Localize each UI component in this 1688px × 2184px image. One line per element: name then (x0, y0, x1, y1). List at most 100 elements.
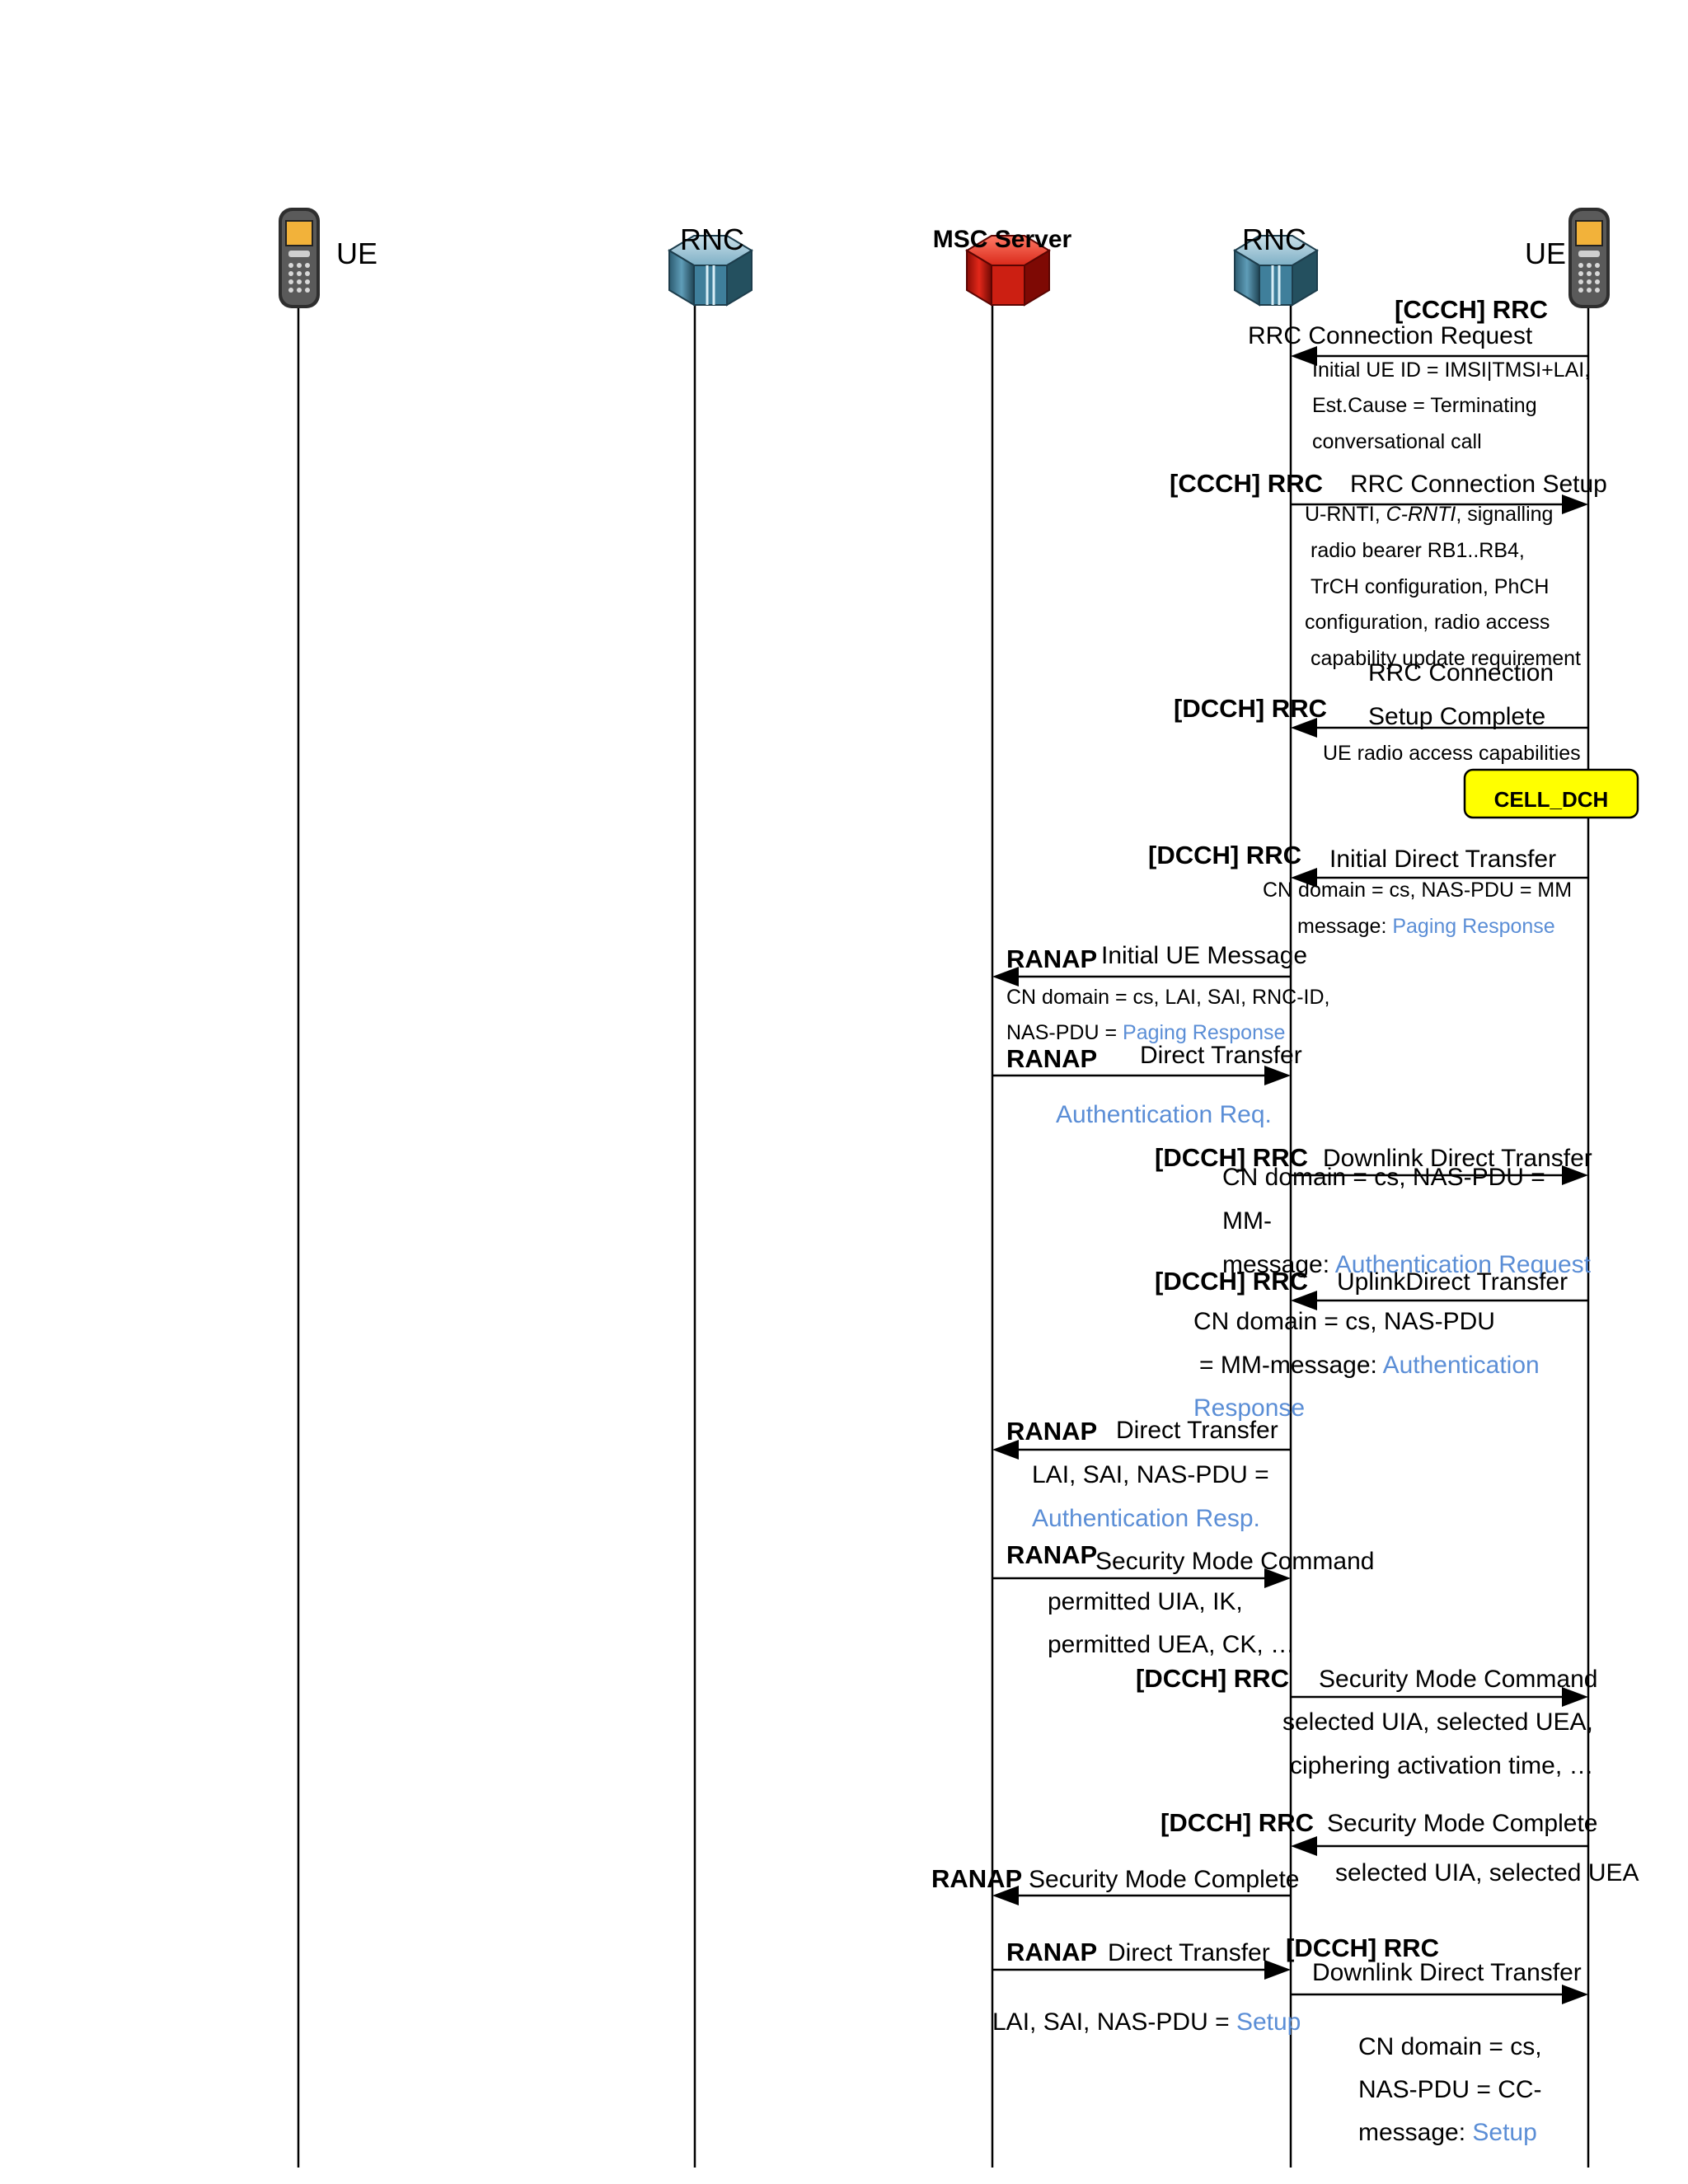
label-t55-part-0: RANAP (1006, 1938, 1097, 1966)
label-t10-part-0: TrCH configuration, PhCH (1311, 575, 1549, 598)
entity-label-ue-right: UE (1525, 237, 1566, 270)
label-t17: [DCCH] RRC (1148, 841, 1301, 869)
label-t31: MM- (1222, 1207, 1272, 1235)
arrow-rrc-connection-request (1291, 346, 1588, 366)
message-arrows (992, 346, 1588, 2004)
label-t15-part-0: Setup Complete (1368, 703, 1545, 730)
label-t1-part-0: [CCCH] RRC (1395, 295, 1548, 324)
label-t59: LAI, SAI, NAS-PDU = Setup (992, 2008, 1301, 2036)
label-t14-part-0: [DCCH] RRC (1174, 694, 1327, 723)
label-t49-part-0: ciphering activation time, … (1290, 1752, 1594, 1779)
label-t58-part-0: Downlink Direct Transfer (1312, 1959, 1582, 1986)
mobile-phone-icon (1568, 208, 1610, 308)
label-t50: [DCCH] RRC (1160, 1808, 1314, 1837)
entity-label-msc-server: MSC Server (933, 226, 1072, 253)
label-t2-part-0: RRC Connection Request (1248, 322, 1533, 349)
label-t24-part-1: Paging Response (1123, 1021, 1285, 1044)
label-t53-part-0: RANAP (931, 1864, 1022, 1893)
label-t12: capability update requirement (1311, 647, 1581, 670)
label-t54: Security Mode Complete (1029, 1866, 1299, 1893)
label-t3-part-0: Initial UE ID = IMSI|TMSI+LAI, (1312, 359, 1590, 382)
arrow-rrc-connection-setup (1291, 494, 1588, 514)
label-t26: Direct Transfer (1140, 1042, 1302, 1069)
label-t62-part-0: message: (1358, 2119, 1472, 2146)
label-t29: Downlink Direct Transfer (1323, 1145, 1592, 1172)
label-t5: conversational call (1312, 430, 1482, 453)
label-t12-part-0: capability update requirement (1311, 647, 1581, 670)
label-t52-part-0: selected UIA, selected UEA (1335, 1859, 1639, 1886)
arrow-rrc-connection-setup-complete (1291, 718, 1588, 738)
label-t59-part-0: LAI, SAI, NAS-PDU = (992, 2008, 1236, 2036)
label-t61-part-0: NAS-PDU = CC- (1358, 2076, 1542, 2103)
label-t45: permitted UEA, CK, … (1048, 1631, 1295, 1658)
label-t17-part-0: [DCCH] RRC (1148, 841, 1301, 869)
arrow-ranap-direct-transfer-down (992, 1066, 1291, 1085)
label-t19: CN domain = cs, NAS-PDU = MM (1263, 879, 1572, 902)
label-t42: RANAP (1006, 1540, 1097, 1569)
label-t56-part-0: Direct Transfer (1108, 1939, 1270, 1966)
label-t11-part-0: configuration, radio access (1305, 611, 1550, 634)
label-t8: U-RNTI, C-RNTI, signalling (1305, 503, 1553, 526)
label-t47: Security Mode Command (1319, 1666, 1597, 1693)
label-t36-part-0: = MM-message: (1199, 1352, 1383, 1379)
label-t3: Initial UE ID = IMSI|TMSI+LAI, (1312, 359, 1590, 382)
label-t57-part-0: [DCCH] RRC (1286, 1933, 1439, 1962)
arrow-ranap-security-mode-command (992, 1568, 1291, 1588)
label-t60: CN domain = cs, (1358, 2033, 1542, 2060)
label-t34: UplinkDirect Transfer (1337, 1268, 1568, 1296)
label-t32-part-1: Authentication Request (1335, 1251, 1592, 1278)
label-t28: [DCCH] RRC (1155, 1143, 1308, 1172)
label-t37: Response (1193, 1394, 1305, 1422)
arrow-downlink-direct-transfer-auth (1291, 1165, 1588, 1185)
arrow-ranap-direct-transfer-setup (992, 1960, 1291, 1980)
label-t62-part-1: Setup (1472, 2119, 1536, 2146)
label-t7: RRC Connection Setup (1350, 471, 1607, 498)
label-t27-part-0: Authentication Req. (1056, 1101, 1272, 1128)
label-t38-part-0: RANAP (1006, 1417, 1097, 1446)
label-t52: selected UIA, selected UEA (1335, 1859, 1639, 1886)
label-t18-part-0: Initial Direct Transfer (1329, 846, 1556, 873)
label-t55: RANAP (1006, 1938, 1097, 1966)
label-t39-part-0: Direct Transfer (1116, 1417, 1278, 1444)
label-t43: Security Mode Command (1095, 1548, 1374, 1575)
label-t27: Authentication Req. (1056, 1101, 1272, 1128)
message-labels: [CCCH] RRC RRC Connection Request Initia… (931, 295, 1639, 2146)
label-t15: Setup Complete (1368, 703, 1545, 730)
label-t37-part-0: Response (1193, 1394, 1305, 1422)
label-t28-part-0: [DCCH] RRC (1155, 1143, 1308, 1172)
label-t40-part-0: LAI, SAI, NAS-PDU = (1032, 1461, 1269, 1488)
label-t13-part-0: RRC Connection (1368, 659, 1554, 687)
label-t33: [DCCH] RRC (1155, 1267, 1308, 1296)
label-t36-part-1: Authentication (1383, 1352, 1540, 1379)
label-t19-part-0: CN domain = cs, NAS-PDU = MM (1263, 879, 1572, 902)
label-t10: TrCH configuration, PhCH (1311, 575, 1549, 598)
label-t20: message: Paging Response (1297, 915, 1555, 938)
label-t6: [CCCH] RRC (1170, 469, 1323, 498)
label-t33-part-0: [DCCH] RRC (1155, 1267, 1308, 1296)
label-t20-part-1: Paging Response (1392, 915, 1554, 938)
label-t26-part-0: Direct Transfer (1140, 1042, 1302, 1069)
label-t46: [DCCH] RRC (1136, 1664, 1289, 1693)
label-t47-part-0: Security Mode Command (1319, 1666, 1597, 1693)
label-t40: LAI, SAI, NAS-PDU = (1032, 1461, 1269, 1488)
label-t23-part-0: CN domain = cs, LAI, SAI, RNC-ID, (1006, 986, 1329, 1009)
label-t8-part-1: C-RNTI (1386, 503, 1456, 526)
label-t23: CN domain = cs, LAI, SAI, RNC-ID, (1006, 986, 1329, 1009)
label-t20-part-0: message: (1297, 915, 1392, 938)
label-t9: radio bearer RB1..RB4, (1311, 539, 1525, 562)
label-t4-part-0: Est.Cause = Terminating (1312, 394, 1537, 417)
label-t22: Initial UE Message (1101, 942, 1307, 969)
mobile-phone-icon (279, 208, 320, 308)
label-t41: Authentication Resp. (1032, 1505, 1260, 1532)
label-t5-part-0: conversational call (1312, 430, 1482, 453)
arrow-initial-direct-transfer (1291, 868, 1588, 888)
label-t48-part-0: selected UIA, selected UEA, (1282, 1708, 1593, 1736)
label-t7-part-0: RRC Connection Setup (1350, 471, 1607, 498)
label-t51: Security Mode Complete (1327, 1810, 1597, 1837)
label-t44-part-0: permitted UIA, IK, (1048, 1588, 1243, 1615)
label-t24: NAS-PDU = Paging Response (1006, 1021, 1285, 1044)
label-t21-part-0: RANAP (1006, 944, 1097, 973)
label-t14: [DCCH] RRC (1174, 694, 1327, 723)
label-t30-part-0: CN domain = cs, NAS-PDU = (1222, 1164, 1545, 1191)
